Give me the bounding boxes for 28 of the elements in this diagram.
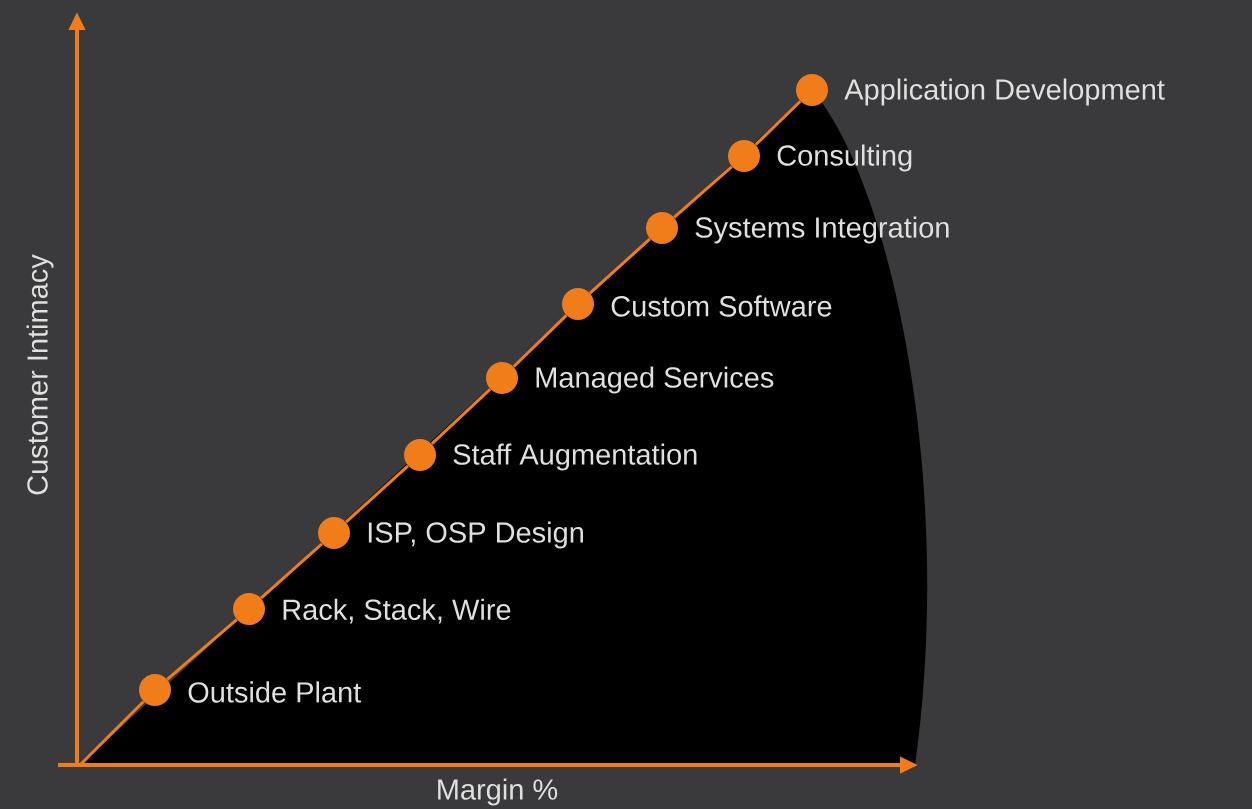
point-label: Application Development	[844, 78, 1165, 106]
axis-label: Customer Intimacy	[26, 254, 54, 495]
dot-marker	[318, 517, 350, 549]
line-segment	[589, 237, 651, 295]
line-segment	[673, 165, 733, 219]
point-label: Staff Augmentation	[453, 443, 697, 471]
line-segment	[260, 542, 323, 600]
line-segment	[345, 464, 409, 524]
dot-marker	[404, 439, 436, 471]
dot-marker	[646, 212, 678, 244]
point-label: Consulting	[777, 144, 912, 172]
dot-marker	[486, 362, 518, 394]
dot-marker	[728, 140, 760, 172]
line-segment	[166, 618, 238, 681]
dot-marker	[233, 593, 265, 625]
axis-label: Margin %	[438, 778, 558, 806]
point-label: Outside Plant	[188, 681, 362, 703]
line-segment	[512, 314, 568, 368]
point-label: Custom Software	[611, 295, 832, 317]
point-label: Systems Integration	[695, 216, 949, 244]
line-segment	[754, 100, 802, 146]
line-segment	[430, 388, 492, 445]
dot-marker	[562, 288, 594, 320]
point-label: Rack, Stack, Wire	[283, 598, 511, 624]
dot-marker	[796, 74, 828, 106]
point-label: Managed Services	[536, 366, 774, 394]
dot-marker	[139, 674, 171, 706]
point-label: ISP, OSP Design	[368, 521, 583, 549]
